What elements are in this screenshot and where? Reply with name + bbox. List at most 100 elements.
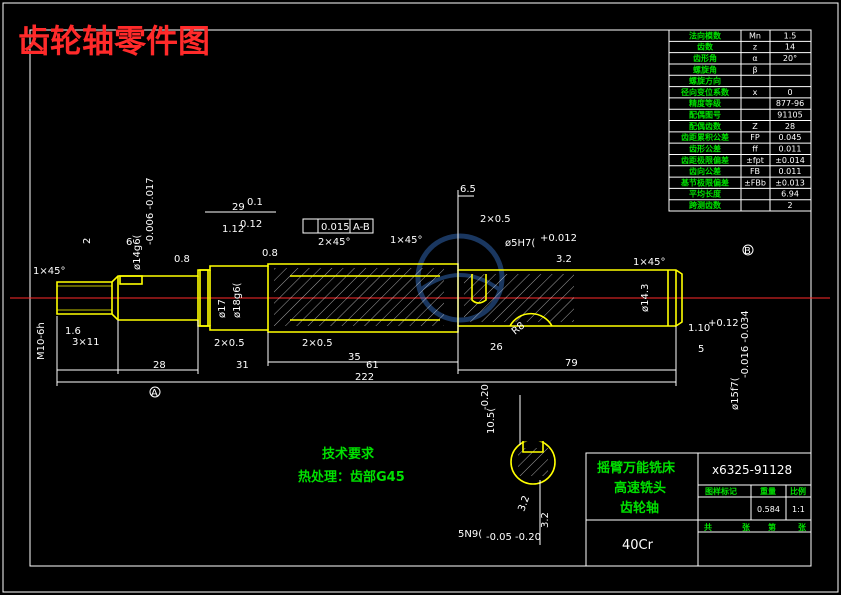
dim-61: 61 — [366, 360, 379, 371]
part-name-line-3: 齿轮轴 — [620, 500, 659, 516]
sheet-total-unit: 张 — [742, 523, 751, 532]
dim-phi15f7: ø15f7( — [730, 377, 741, 410]
dim-35: 35 — [348, 352, 361, 363]
dim-phi5h7-tol: +0.012 — [540, 233, 577, 244]
dim-phi14-3: ø14.3 — [640, 284, 651, 312]
gear-param-symbol: ff — [752, 144, 758, 153]
dim-phi17: ø17 — [217, 299, 228, 318]
dim-6-5: 6.5 — [460, 184, 476, 195]
datum-b-label: B — [744, 246, 751, 257]
gear-param-value: 1.5 — [784, 31, 797, 40]
dim-m10: M10-6h — [36, 322, 47, 360]
gear-param-label: 齿形公差 — [689, 143, 721, 153]
gear-param-label: 精度等级 — [689, 98, 722, 108]
dim-1-12: 1.12 — [222, 224, 244, 235]
geo-tol-ref: A-B — [353, 222, 370, 233]
dim-1x45-right: 1×45° — [633, 257, 665, 268]
gear-param-label: 跨测齿数 — [689, 200, 722, 210]
gear-param-value: 0.011 — [779, 167, 802, 176]
gear-param-value: 91105 — [777, 111, 802, 120]
drawing-number: x6325-91128 — [712, 463, 792, 477]
title-block: 摇臂万能铣床 高速铣头 齿轮轴 x6325-91128 40Cr 图样标记 重量… — [585, 452, 812, 567]
sheet-total-label: 共 — [704, 522, 712, 532]
gear-param-label: 螺旋角 — [693, 64, 717, 74]
gear-param-label: 齿向公差 — [689, 166, 721, 176]
gear-param-label: 齿距累积公差 — [681, 132, 729, 142]
gear-param-symbol: FB — [750, 167, 760, 176]
dimension-lines — [56, 190, 677, 545]
gear-param-label: 齿形角 — [693, 53, 717, 63]
sheet-no-unit: 张 — [798, 523, 807, 532]
dim-1x45-left: 1×45° — [33, 266, 65, 277]
gear-param-value: 0.045 — [779, 133, 802, 142]
datum-a-label: A — [151, 388, 158, 399]
shaft-profile — [56, 263, 683, 333]
dim-0-8-a: 0.8 — [174, 254, 190, 265]
dim-3-2-d: 3.2 — [540, 512, 551, 528]
gear-param-label: 螺旋方向 — [689, 76, 721, 86]
dim-28: 28 — [153, 360, 166, 371]
dim-5: 5 — [698, 344, 704, 355]
dim-10-5-tol: -0.20 — [480, 384, 491, 410]
dim-79: 79 — [565, 358, 578, 369]
dim-3-2-a: 3.2 — [556, 254, 572, 265]
keyway-section-view — [510, 438, 556, 485]
dim-phi18g6: ø18g6( — [232, 282, 243, 318]
geometric-tolerance-frame: 0.015 A-B — [302, 218, 374, 234]
dim-2: 2 — [82, 238, 93, 244]
gear-param-label: 平均长度 — [689, 189, 722, 199]
gear-param-value: 0 — [787, 88, 792, 97]
dim-6: 6 — [126, 237, 132, 248]
gear-param-symbol: ±FBb — [744, 178, 766, 187]
gear-param-value: ±0.014 — [775, 156, 805, 165]
gear-param-label: 基节极限偏差 — [680, 177, 729, 187]
dim-3-2-c: 3.2 — [516, 494, 532, 513]
gear-param-value: 2 — [787, 201, 792, 210]
drawing-title: 齿轮轴零件图 — [18, 22, 210, 60]
gear-param-value: 6.94 — [781, 190, 799, 199]
gear-param-value: 14 — [785, 43, 795, 52]
dim-2x0-5-mid: 2×0.5 — [302, 338, 333, 349]
gear-param-label: 齿距极限偏差 — [681, 155, 729, 165]
gear-param-label: 配偶图号 — [689, 110, 721, 120]
dim-phi14g6: ø14g6( — [132, 234, 143, 270]
dim-26: 26 — [490, 342, 503, 353]
col-weight: 重量 — [760, 486, 776, 496]
gear-param-value: 877-96 — [776, 99, 804, 108]
dim-phi14g6-tol: -0.006 -0.017 — [145, 177, 156, 245]
gear-param-label: 径向变位系数 — [681, 87, 730, 97]
dim-1-10: 1.10 — [688, 323, 710, 334]
gear-param-symbol: Z — [752, 122, 758, 131]
gear-param-label: 法向模数 — [689, 30, 722, 40]
dim-2x0-5-left: 2×0.5 — [214, 338, 245, 349]
geo-tol-value: 0.015 — [321, 222, 350, 233]
dim-phi5h7: ø5H7( — [505, 238, 535, 249]
sheet-no-label: 第 — [768, 522, 776, 532]
gear-param-symbol: Mn — [749, 31, 761, 40]
dim-0-12: 0.12 — [240, 219, 262, 230]
dim-3x11: 3×11 — [72, 337, 99, 348]
dim-5n9: 5N9( — [458, 529, 482, 540]
gear-param-symbol: x — [753, 88, 758, 97]
dim-2x0-5-top: 2×0.5 — [480, 214, 511, 225]
col-scale: 比例 — [790, 486, 806, 496]
datum-symbols: A B — [149, 244, 754, 399]
col-stage: 图样标记 — [705, 486, 737, 496]
gear-param-label: 配偶齿数 — [689, 121, 722, 131]
dim-1x45-mid: 1×45° — [390, 235, 422, 246]
gear-param-symbol: z — [753, 43, 757, 52]
gear-param-symbol: ±fpt — [746, 156, 764, 165]
material: 40Cr — [622, 538, 654, 553]
gear-param-value: 28 — [785, 122, 795, 131]
dimension-texts: 29 0.1 1.12 0.12 6.5 2×0.5 2×45° 1×45° 1… — [33, 177, 751, 543]
dim-1-10-tol: +0.12 — [708, 318, 739, 329]
gear-param-value: 0.011 — [779, 144, 802, 153]
scale-value: 1:1 — [792, 505, 805, 514]
gear-param-label: 齿数 — [697, 42, 714, 52]
dim-phi15f7-tol: -0.016 -0.034 — [740, 310, 751, 378]
dim-29: 29 — [232, 202, 245, 213]
tech-heading: 技术要求 — [322, 446, 375, 462]
